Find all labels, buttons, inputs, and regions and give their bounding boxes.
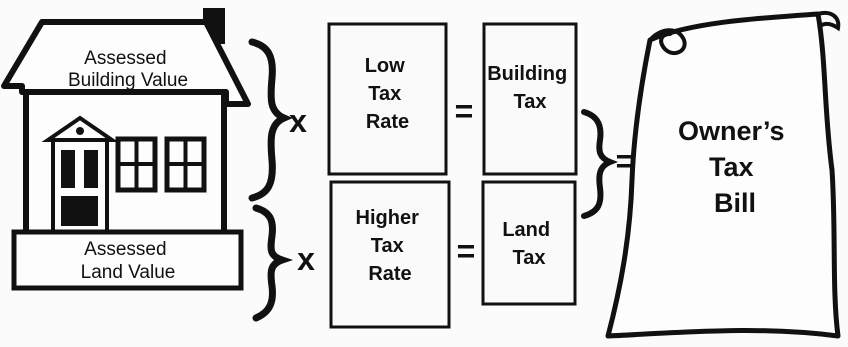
- multiply-operator-bottom: x: [297, 241, 315, 277]
- house-window-left: [115, 136, 158, 193]
- house-foundation: [11, 229, 244, 291]
- tax-sum-brace: [581, 109, 619, 219]
- house-window-right: [164, 136, 207, 193]
- owners-tax-bill-label: Owner’s Tax Bill: [678, 116, 792, 218]
- land-brace: [252, 204, 294, 322]
- low-tax-rate-box: [327, 22, 448, 176]
- land-tax-box: [481, 180, 577, 306]
- higher-tax-rate-box: [329, 180, 451, 329]
- building-tax-box: [482, 22, 578, 176]
- low-tax-rate-label: Low Tax Rate: [365, 55, 411, 133]
- higher-tax-rate-label: Higher Tax Rate: [356, 207, 425, 285]
- house-illustration: Assessed Building Value Assessed Land Va…: [1, 8, 251, 291]
- building-value-label: Assessed Building Value: [68, 48, 188, 91]
- door-panel-bottom: [61, 196, 98, 226]
- land-tax-label: Land Tax: [502, 219, 555, 269]
- equals-operator-total: =: [616, 143, 635, 179]
- bill-curl: [648, 28, 687, 56]
- tax-bill-paper: [605, 11, 841, 339]
- building-tax-label: Building Tax: [487, 63, 573, 113]
- door-pane-right: [84, 150, 98, 188]
- building-brace: [248, 38, 293, 202]
- equals-operator-bottom: =: [457, 233, 476, 269]
- door-pane-left: [61, 150, 75, 188]
- multiply-operator-top: x: [289, 103, 307, 139]
- door-fanlight: [76, 127, 84, 135]
- equals-operator-top: =: [455, 93, 474, 129]
- land-value-label: Assessed Land Value: [81, 239, 176, 283]
- bill-corner-fold: [816, 11, 841, 32]
